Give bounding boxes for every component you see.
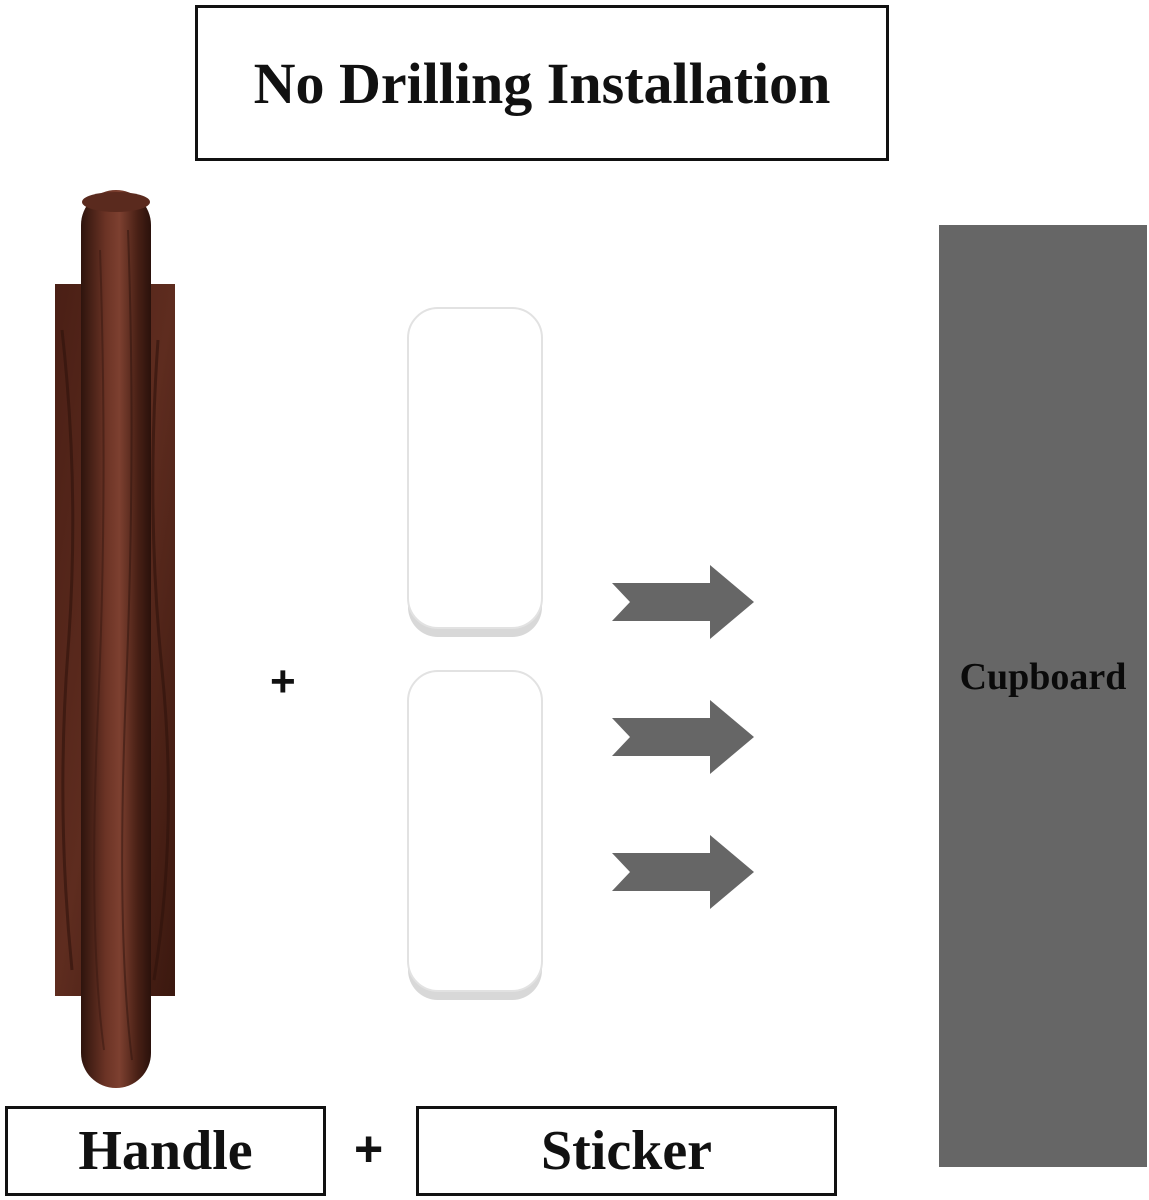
- handle-label-box: Handle: [5, 1106, 326, 1196]
- wooden-handle-icon: [55, 190, 175, 1088]
- sticker-bottom-icon: [407, 670, 543, 1000]
- title-box: No Drilling Installation: [195, 5, 889, 161]
- handle-label: Handle: [78, 1120, 253, 1182]
- plus-sign: +: [270, 657, 296, 706]
- right-arrow-icon: [612, 700, 754, 774]
- page-title: No Drilling Installation: [253, 50, 831, 116]
- plus-sign-bottom: +: [354, 1121, 384, 1177]
- right-arrow-icon: [612, 565, 754, 639]
- cupboard-label: Cupboard: [959, 656, 1127, 698]
- right-arrow-icon: [612, 835, 754, 909]
- sticker-label: Sticker: [540, 1120, 713, 1182]
- sticker-top-icon: [407, 307, 543, 637]
- cupboard-panel: Cupboard: [939, 225, 1147, 1167]
- cupboard-shape: [939, 225, 1147, 1167]
- sticker-label-box: Sticker: [416, 1106, 837, 1196]
